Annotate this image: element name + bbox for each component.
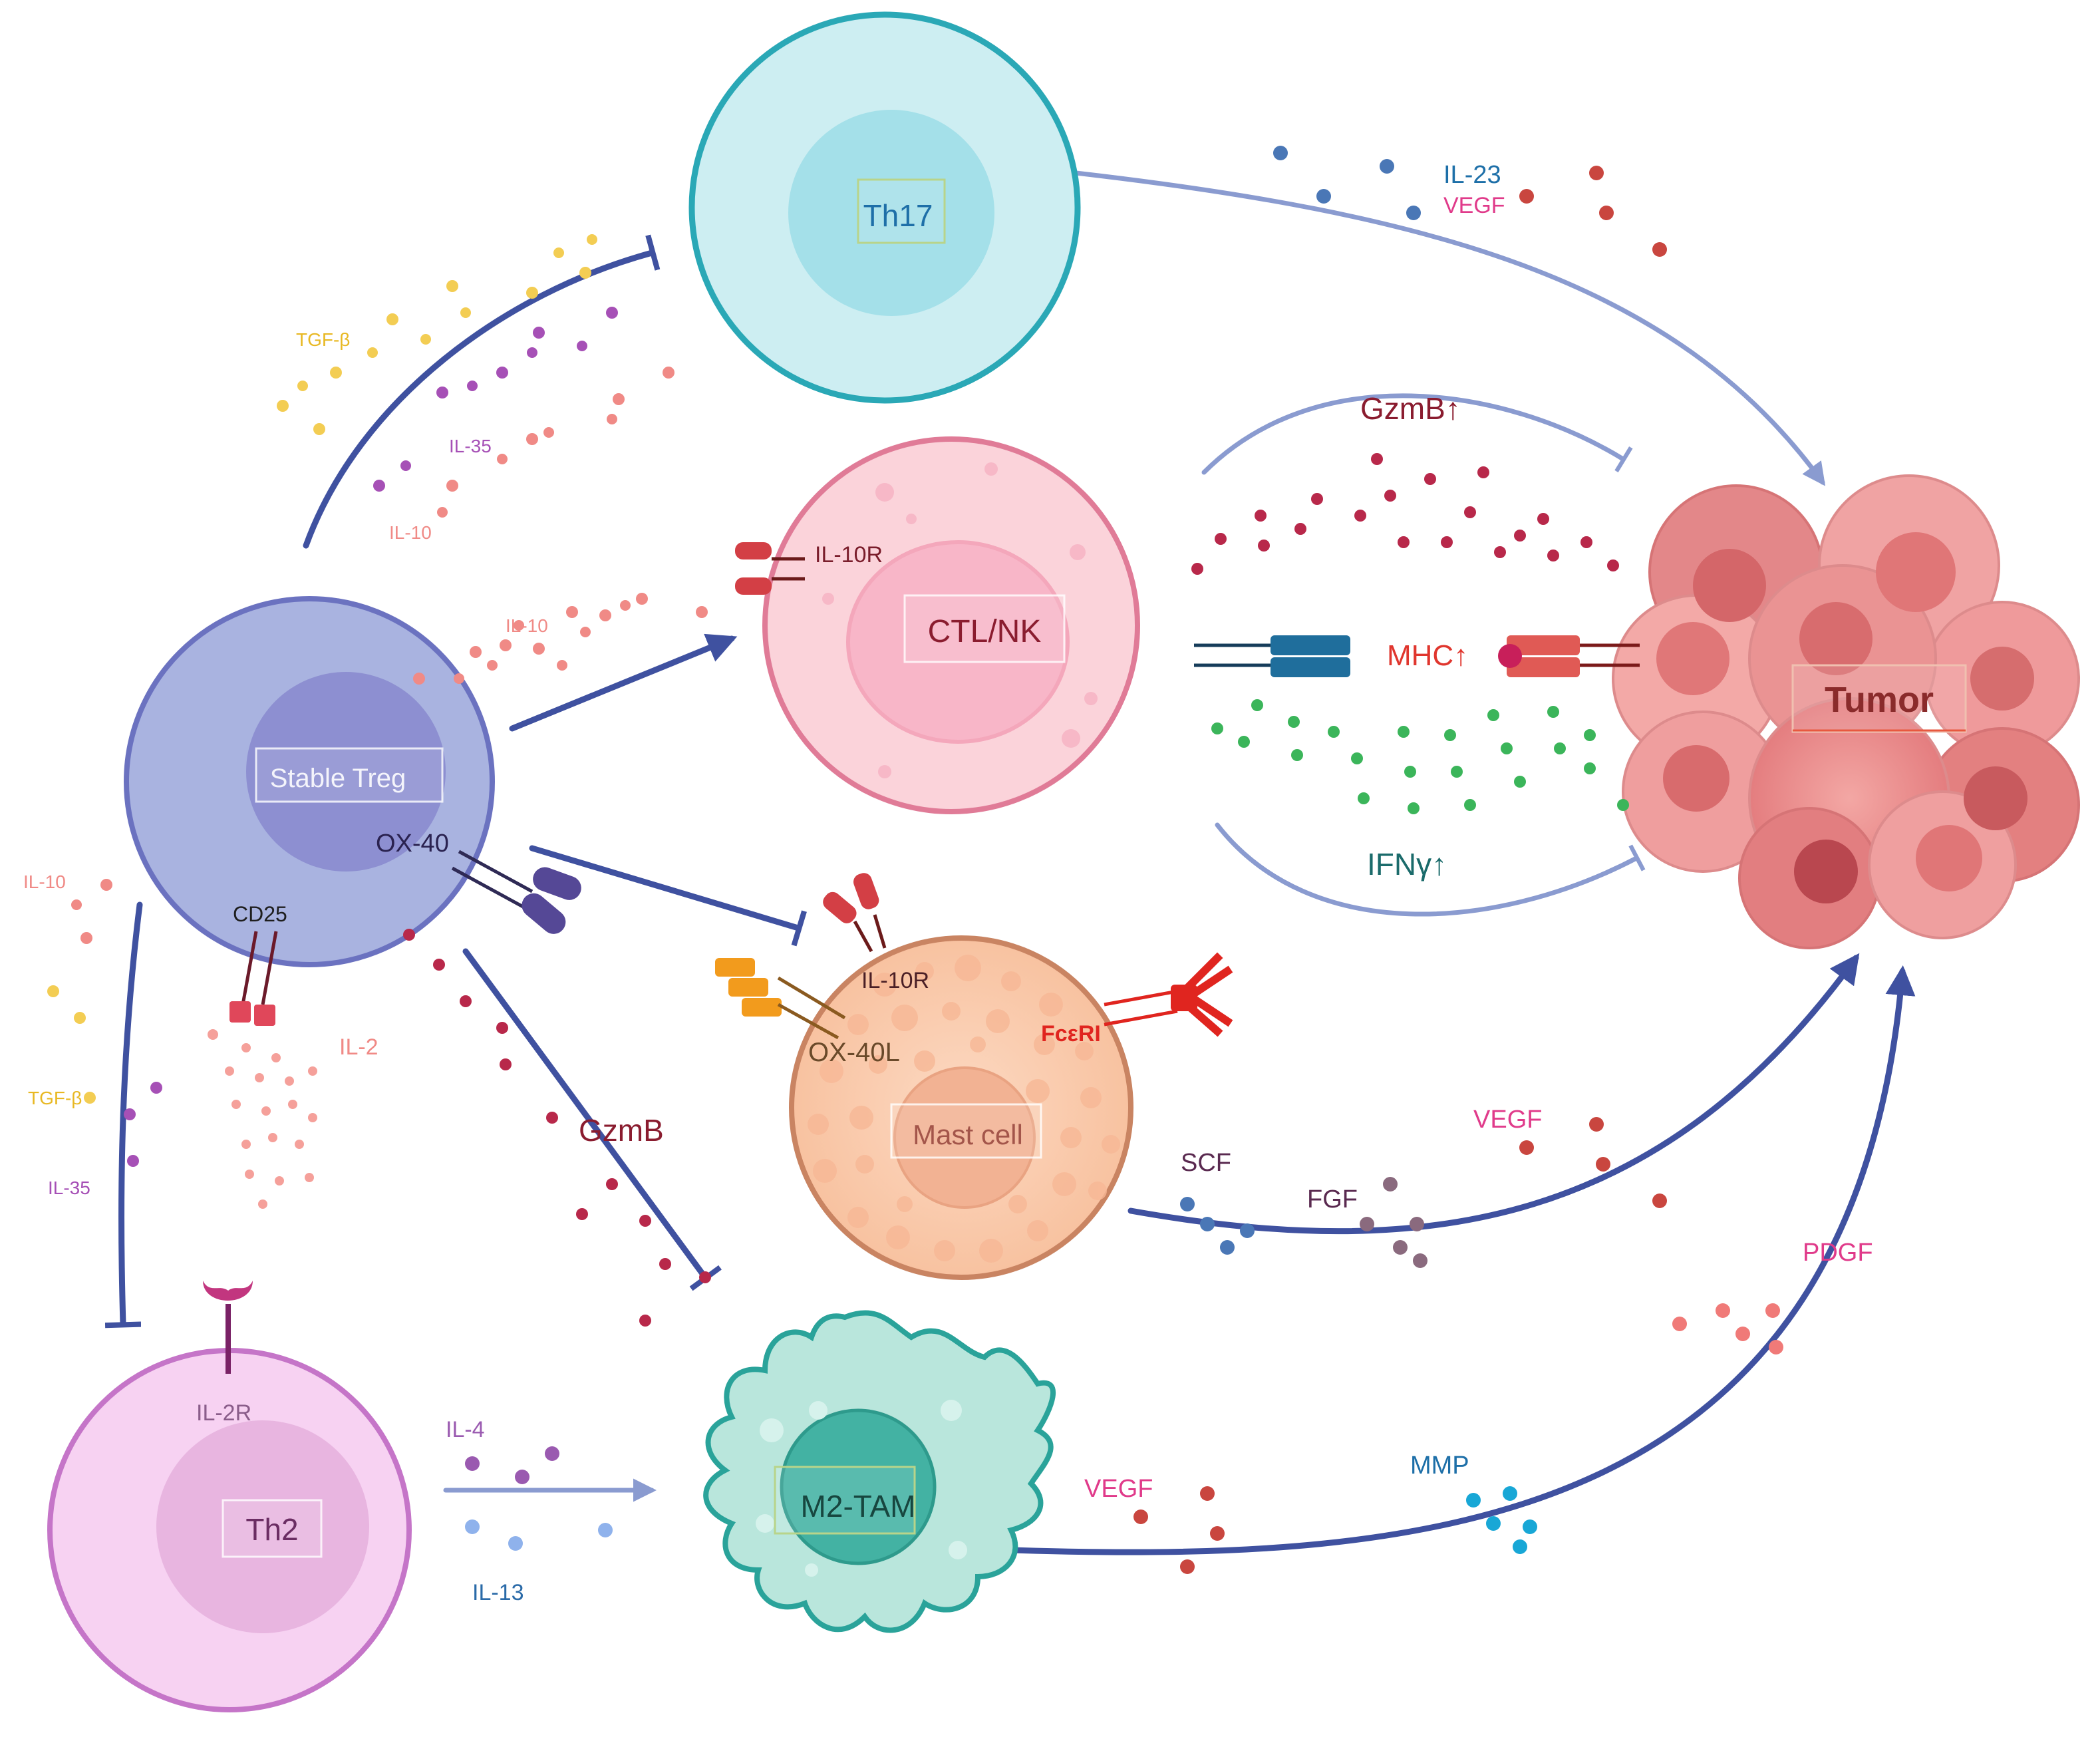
il10r-ctl-receptor: IL-10R (735, 542, 883, 595)
ox40l-receptor: OX-40L (715, 958, 900, 1067)
il10-top-label: IL-10 (389, 522, 432, 543)
il35-left-label: IL-35 (48, 1178, 90, 1198)
mmp-dots (1466, 1486, 1537, 1554)
il23-label: IL-23 (1443, 161, 1501, 189)
il10r-ctl-label: IL-10R (815, 542, 883, 567)
pdgf-dots (1672, 1303, 1783, 1354)
m2-tam-cell: M2-TAM (703, 1310, 1056, 1633)
ifng-inhibits-tumor (1215, 822, 1646, 917)
gzmb-label: GzmB (579, 1113, 664, 1148)
ifng-up-label: IFNγ↑ (1367, 847, 1447, 881)
tgfb-dots-left (47, 985, 96, 1104)
ox40-receptor: OX-40 (376, 830, 581, 934)
fgf-label: FGF (1307, 1186, 1358, 1213)
tumor-cluster: Tumor (1612, 474, 2080, 949)
ox40-label: OX-40 (376, 830, 449, 858)
il10-left-label: IL-10 (23, 872, 66, 892)
treg-inhibits-m2tam (462, 948, 722, 1291)
tumor-label: Tumor (1825, 680, 1934, 720)
ctl-nk-label: CTL/NK (928, 614, 1042, 649)
ctl-nk-cell: CTL/NK (762, 436, 1140, 814)
treg-inhibits-mast (529, 845, 807, 947)
vegf-mast-label: VEGF (1473, 1106, 1542, 1134)
scf-label: SCF (1181, 1149, 1231, 1177)
tcr-mhc-complex: MHC↑ (1194, 635, 1640, 677)
il2-dots (208, 1029, 317, 1209)
th17-to-tumor-arrow (1062, 169, 1826, 486)
gzmb-up-dots (1191, 453, 1619, 575)
stable-treg-label: Stable Treg (270, 764, 406, 793)
fceri-label: FcεRI (1041, 1021, 1101, 1046)
stable-treg-cell: Stable Treg (124, 596, 495, 967)
il2r-receptor: IL-2R (196, 1281, 253, 1426)
il10-dots-left (71, 879, 112, 944)
vegf-top-label: VEGF (1443, 193, 1505, 218)
il10-mid-label: IL-10 (506, 615, 548, 636)
ox40l-label: OX-40L (808, 1038, 900, 1067)
mast-cell-label: Mast cell (913, 1119, 1023, 1150)
connectors (104, 169, 1916, 1555)
il10-dots-mid (413, 593, 708, 685)
th2-label: Th2 (245, 1512, 298, 1547)
il13-label: IL-13 (472, 1580, 524, 1605)
fceri-receptor: FcεRI (1041, 952, 1233, 1046)
gzmb-up-label: GzmB↑ (1360, 391, 1461, 426)
treg-inhibits-th2 (104, 901, 143, 1329)
gzmb-dots (403, 929, 711, 1327)
tgfb-top-label: TGF-β (296, 329, 350, 350)
il2r-label: IL-2R (196, 1400, 251, 1426)
gzmb-inhibits-tumor (1201, 393, 1633, 475)
mmp-label: MMP (1410, 1452, 1469, 1480)
vegf-tam-label: VEGF (1084, 1475, 1153, 1503)
mast-granules (808, 955, 1120, 1263)
cd25-label: CD25 (233, 902, 287, 926)
tgfb-dots-top (277, 234, 597, 435)
scf-dots (1180, 1197, 1255, 1255)
il23-dots (1273, 146, 1421, 220)
il2-label: IL-2 (339, 1034, 378, 1060)
mast-cell: Mast cell (789, 935, 1133, 1280)
il13-dots (465, 1519, 613, 1551)
treg-inhibits-th17 (303, 234, 661, 549)
tgfb-left-label: TGF-β (28, 1088, 82, 1108)
il10-dots-top (437, 367, 675, 518)
il35-top-label: IL-35 (449, 436, 492, 456)
cd25-receptor: CD25 (229, 902, 287, 1026)
th17-cell: Th17 (688, 11, 1081, 404)
il4-dots (465, 1446, 559, 1484)
mhc-label: MHC↑ (1387, 639, 1468, 672)
fgf-dots (1360, 1177, 1427, 1268)
th17-label: Th17 (863, 198, 933, 233)
il35-dots-left (124, 1082, 162, 1167)
il4-label: IL-4 (446, 1417, 485, 1442)
vegf-dots-top (1519, 166, 1667, 257)
ifng-dots (1211, 699, 1629, 814)
vegf-dots-tam (1133, 1486, 1225, 1574)
il35-dots-top (373, 307, 618, 492)
m2-tam-label: M2-TAM (801, 1489, 916, 1523)
tam-to-tumor-arrow (1008, 965, 1916, 1555)
th2-cell: Th2 (47, 1348, 412, 1712)
vegf-dots-mast (1519, 1117, 1667, 1208)
pdgf-label: PDGF (1803, 1239, 1873, 1267)
treg-to-ctl-arrow (509, 633, 738, 732)
il10r-mast-receptor: IL-10R (823, 873, 929, 993)
il10r-mast-label: IL-10R (861, 968, 929, 993)
mast-to-tumor-arrow (1127, 953, 1860, 1235)
